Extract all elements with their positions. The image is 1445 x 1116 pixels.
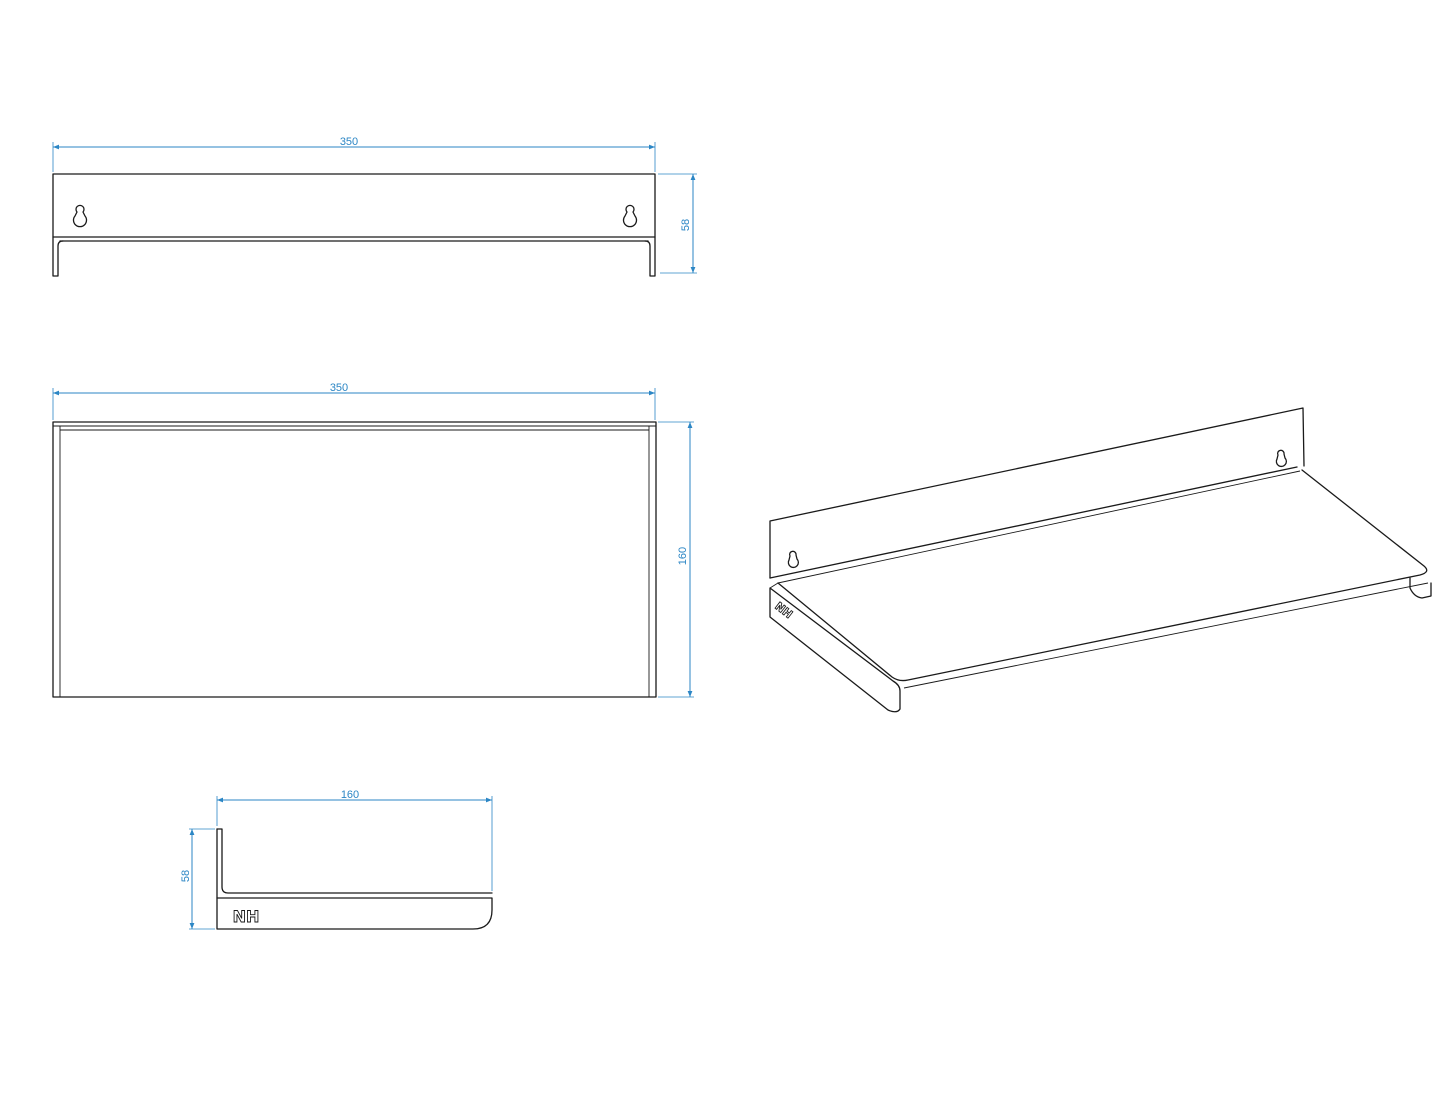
- front-height-label: 58: [680, 219, 692, 231]
- iso-shelf-front-fold: [903, 582, 1429, 689]
- iso-shelf-top-surface: [777, 469, 1428, 682]
- side-view-back-plate: [216, 828, 493, 894]
- side-view: 160 NH 58: [180, 789, 493, 930]
- front-view-keyhole-right: [622, 204, 638, 228]
- top-view: 350 160: [52, 382, 694, 698]
- side-view-height-dimension: 58: [180, 828, 215, 930]
- iso-logo: NH: [772, 600, 795, 622]
- top-depth-label: 160: [677, 547, 689, 565]
- side-depth-label: 160: [341, 789, 359, 801]
- iso-left-face-corner: [769, 582, 779, 589]
- iso-back-plate-bottom-edge: [769, 466, 1298, 579]
- iso-back-plate: [769, 407, 1305, 579]
- front-view-right-leg: [644, 236, 656, 277]
- iso-left-side-face: [769, 587, 901, 713]
- iso-right-lip: [1409, 577, 1432, 599]
- top-width-label: 350: [330, 382, 348, 394]
- front-view-back-plate: [52, 173, 656, 238]
- front-view-height-dimension: 58: [658, 173, 697, 274]
- side-view-shelf-side-face: [216, 897, 493, 930]
- side-view-logo: NH: [233, 907, 260, 926]
- front-view-left-leg: [52, 236, 64, 277]
- iso-keyhole-left: [787, 550, 800, 569]
- top-view-depth-dimension: 160: [658, 421, 694, 698]
- iso-keyhole-right: [1275, 449, 1288, 468]
- front-view-width-dimension: 350: [52, 136, 656, 172]
- iso-shelf-back-edge: [777, 470, 1301, 584]
- top-view-shelf-outline: [52, 421, 657, 698]
- side-view-depth-dimension: 160: [216, 789, 493, 891]
- isometric-view: NH: [769, 407, 1432, 713]
- side-height-label: 58: [180, 870, 192, 882]
- top-view-width-dimension: 350: [52, 382, 656, 420]
- front-view: 350 58: [52, 136, 697, 277]
- front-width-label: 350: [340, 136, 358, 148]
- front-view-keyhole-left: [72, 204, 88, 228]
